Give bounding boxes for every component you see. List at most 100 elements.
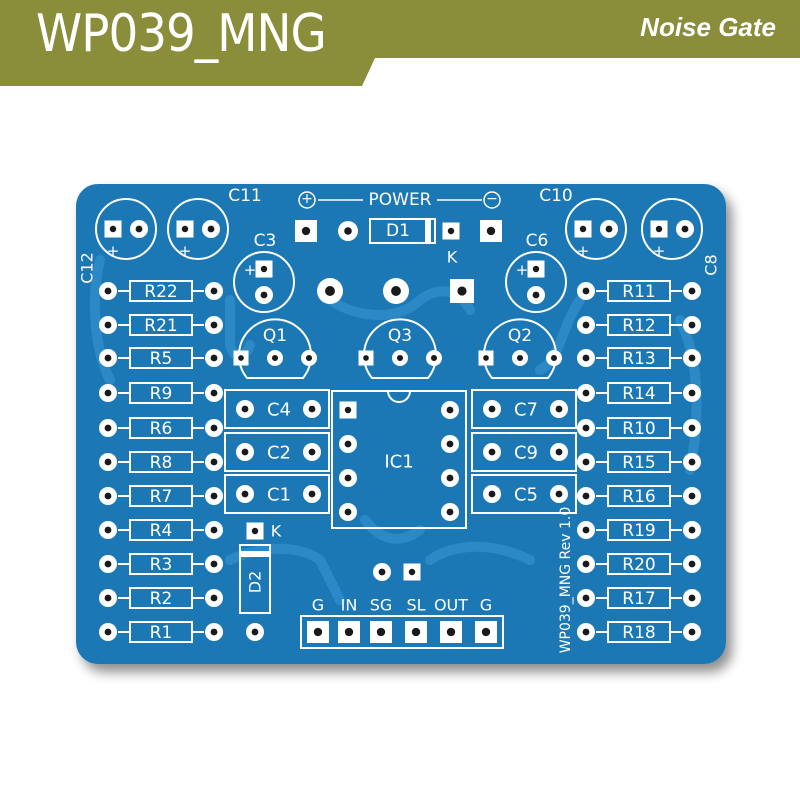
round-pad [441, 401, 459, 419]
pad-hole [260, 291, 268, 299]
pad-hole [344, 474, 352, 482]
ic-notch [387, 390, 411, 403]
round-pad [205, 316, 223, 334]
round-pad [683, 623, 701, 641]
round-pad [130, 220, 148, 238]
pad-hole [210, 424, 218, 432]
header-pin [307, 621, 329, 643]
header-outline [300, 615, 504, 649]
copper-trace [360, 515, 425, 544]
resistor-label: R4 [150, 521, 173, 541]
pad-hole [688, 560, 696, 568]
round-pad [683, 521, 701, 539]
square-pad [442, 222, 460, 240]
components-layer: R22R21R5R9R6R8R7R4R3R2R1R11R12R13R14R10R… [78, 186, 721, 653]
resistor-r10 [596, 417, 682, 439]
pad-hole [582, 458, 590, 466]
round-pad [550, 443, 568, 461]
ic-label: IC1 [384, 452, 413, 473]
capacitor-c7 [471, 389, 577, 429]
header-band-shape [0, 0, 800, 86]
resistor-label: R3 [150, 555, 173, 575]
large-pad [317, 278, 343, 304]
pad [373, 563, 391, 581]
resistor-label: R13 [622, 349, 655, 369]
pad-hole [579, 225, 587, 233]
round-pad [205, 589, 223, 607]
header-pin [440, 621, 462, 643]
pad-hole [109, 225, 117, 233]
pad-hole [488, 448, 496, 456]
header-band [0, 0, 800, 86]
label-c12: C12 [78, 252, 97, 284]
pad-hole [210, 354, 218, 362]
diode-label: D1 [386, 221, 410, 241]
resistor-label: R9 [150, 384, 173, 404]
square-pad [403, 563, 421, 581]
pad-hole [555, 490, 563, 498]
header-pin [370, 621, 392, 643]
resistor-r3 [118, 553, 204, 575]
round-pad [683, 453, 701, 471]
pad-hole [681, 225, 689, 233]
round-pad [236, 443, 254, 461]
pad-hole [207, 225, 215, 233]
pad-hole [688, 389, 696, 397]
electrolytic-outline [233, 251, 295, 313]
round-pad [683, 487, 701, 505]
round-pad [99, 282, 117, 300]
round-pad [339, 503, 357, 521]
header-pin [405, 621, 427, 643]
resistor-r22 [118, 280, 204, 302]
round-pad [577, 521, 595, 539]
pad-hole [210, 526, 218, 534]
round-pad [546, 350, 562, 366]
round-pad [483, 400, 501, 418]
round-pad [202, 220, 220, 238]
square-pad [104, 220, 122, 238]
pad-hole [301, 226, 311, 236]
label-c6: C6 [526, 231, 549, 251]
header-pin [338, 621, 360, 643]
electrolytic-c10 [565, 198, 627, 260]
resistor-r20 [596, 553, 682, 575]
square-pad [233, 350, 249, 366]
round-pad [683, 419, 701, 437]
round-pad [577, 282, 595, 300]
pad-hole [582, 321, 590, 329]
pad-hole [516, 354, 524, 362]
pad-hole [550, 354, 558, 362]
square-pad [176, 220, 194, 238]
round-pad [99, 316, 117, 334]
cathode-mark-d2: K [271, 522, 282, 541]
pad-hole [344, 627, 354, 637]
copper-trace [89, 255, 115, 385]
resistor-r16 [596, 485, 682, 507]
label-c10: C10 [539, 186, 573, 206]
round-pad [426, 350, 442, 366]
pad-hole [688, 594, 696, 602]
resistor-r9 [118, 382, 204, 404]
capacitor-outline [224, 474, 330, 514]
electrolytic-c11 [167, 198, 229, 260]
round-pad [236, 485, 254, 503]
pcb-outline [76, 184, 726, 664]
pad-hole [447, 227, 455, 235]
round-pad [303, 400, 321, 418]
square-pad [527, 260, 545, 278]
connector-label-g: G [480, 596, 492, 615]
round-pad [205, 419, 223, 437]
pad-hole [605, 225, 613, 233]
capacitor-outline [471, 432, 577, 472]
round-pad [512, 350, 528, 366]
electrolytic-outline [505, 251, 567, 313]
round-pad [550, 485, 568, 503]
capacitor-outline [224, 389, 330, 429]
copper-trace [425, 541, 535, 565]
pad-hole [210, 560, 218, 568]
pad-hole [391, 286, 401, 296]
pad-hole [555, 405, 563, 413]
round-pad [99, 349, 117, 367]
resistor-r11 [596, 280, 682, 302]
